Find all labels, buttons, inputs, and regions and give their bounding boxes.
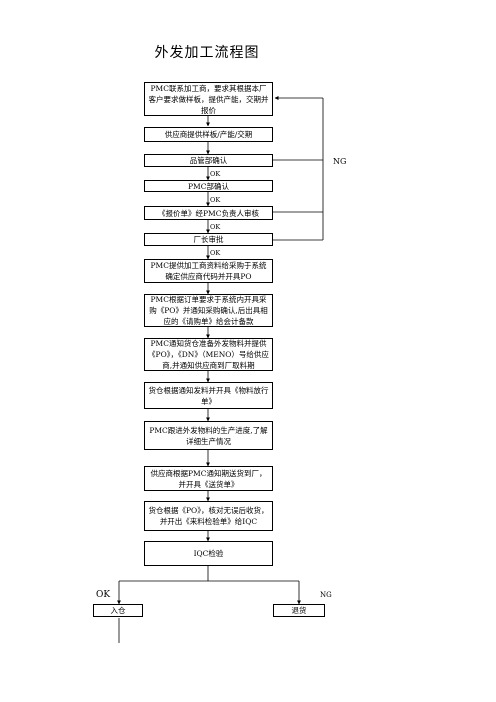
step-manager-approval: 厂长审批 [144, 233, 273, 246]
step-contact-processor: PMC联系加工商，要求其根据本厂客户要求做样板，提供产能，交期并报价 [144, 82, 273, 116]
step-supplier-delivery: 供应商根据PMC通知期送货到厂，并开具《送货单》 [144, 466, 273, 491]
ok-label: OK [210, 170, 221, 178]
step-follow-progress: PMC跟进外发物料的生产进度,了解详细生产情况 [144, 421, 273, 450]
reject-return-box: 退货 [273, 604, 325, 617]
step-issue-material: 货仓根据通知发料并开具《物料放行单》 [144, 382, 273, 409]
page-title: 外发加工流程图 [154, 45, 260, 61]
step-iqc-inspection: IQC检验 [144, 541, 273, 566]
final-ok-label: OK [96, 590, 111, 600]
accept-warehouse-box: 入仓 [93, 604, 143, 617]
step-qc-confirm: 品管部确认 [144, 154, 273, 167]
ng-label: NG [333, 157, 347, 166]
ok-label: OK [210, 249, 221, 257]
step-receive-goods: 货仓根据《PO》，核对无误后收货，并开出《来料检验单》给IQC [144, 501, 273, 531]
step-quote-review: 《报价单》经PMC负责人审核 [144, 206, 273, 220]
step-supplier-code: PMC提供加工商资料给采购于系统确定供应商代码并开具PO [144, 259, 273, 283]
step-issue-po: PMC根据订单要求于系统内开具采购《PO》并通知采购确认,后出具相应的《请购单》… [144, 294, 273, 327]
step-supplier-sample: 供应商提供样板/产能/交期 [144, 127, 273, 142]
step-notify-warehouse: PMC通知货仓准备外发物料并提供《PO》，《DN》（MENO）号给供应商,并通知… [144, 338, 273, 371]
step-pmc-confirm: PMC部确认 [144, 180, 273, 192]
ok-label: OK [210, 223, 221, 231]
ok-label: OK [210, 196, 221, 204]
final-ng-label: NG [320, 591, 332, 599]
